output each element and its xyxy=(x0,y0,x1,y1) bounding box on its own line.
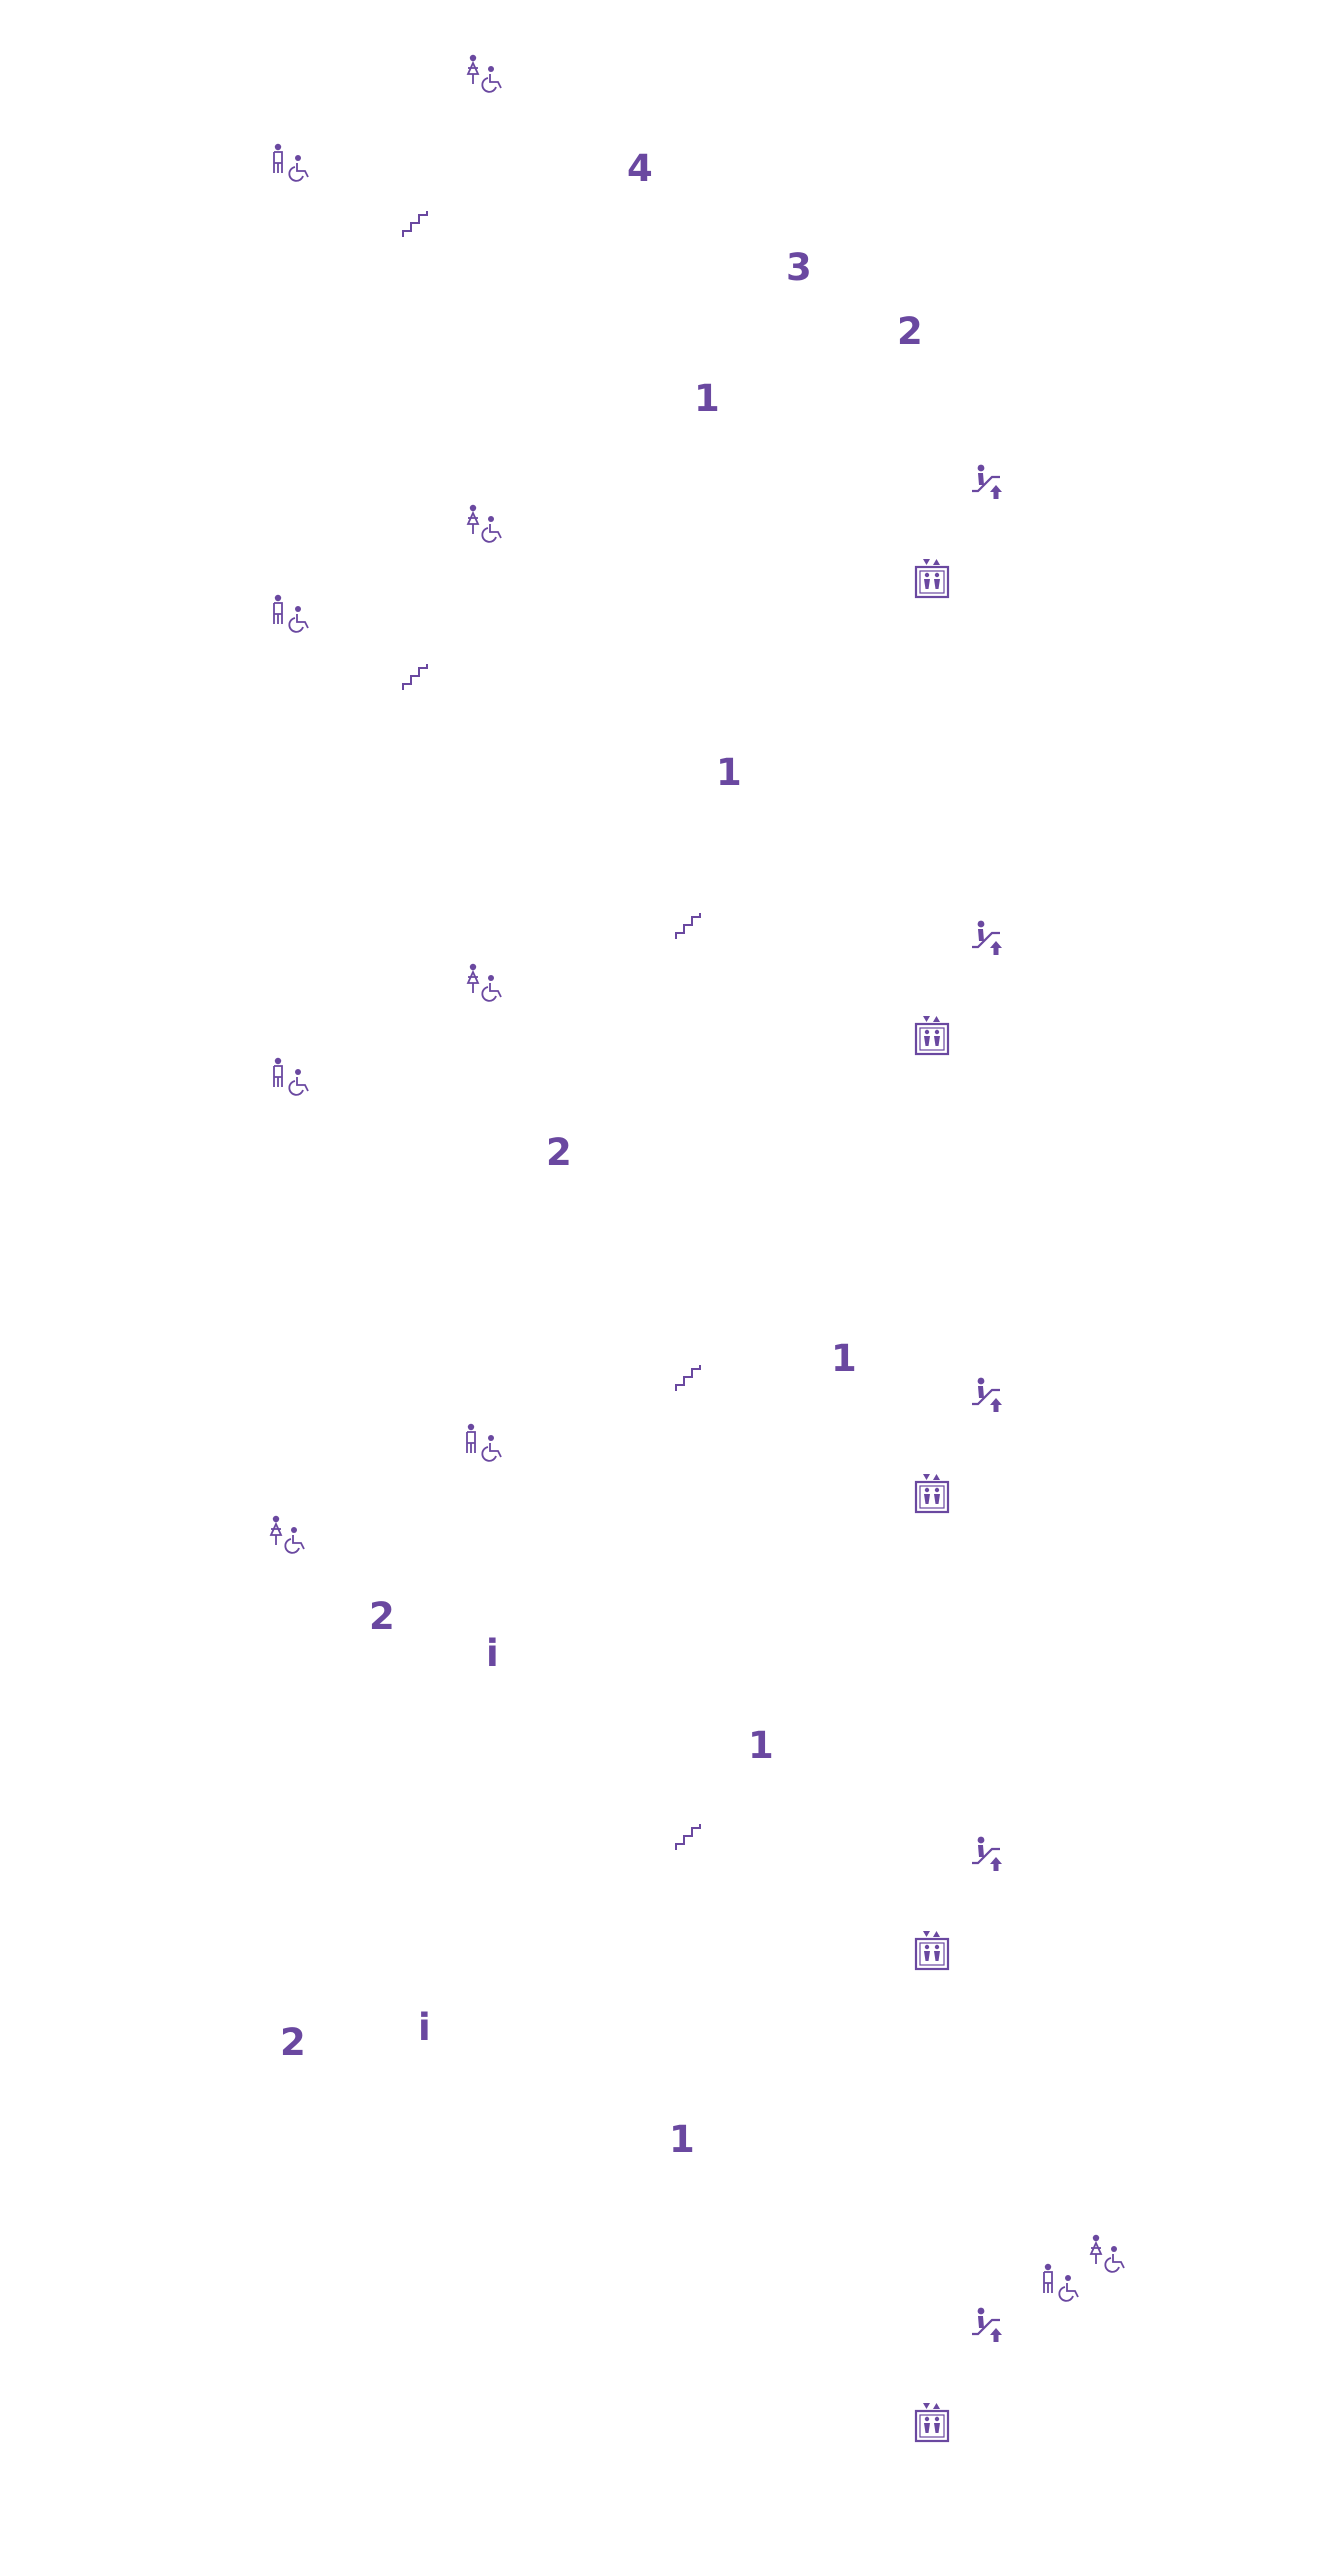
escalator-up-icon[interactable] xyxy=(970,2306,1012,2348)
escalator-up-icon[interactable] xyxy=(970,919,1012,961)
escalator-up-icon[interactable] xyxy=(970,1835,1012,1877)
escalator-up-icon[interactable] xyxy=(970,463,1012,505)
level-label[interactable]: 4 xyxy=(627,147,653,190)
womens-accessible-toilet-icon[interactable] xyxy=(465,963,507,1005)
stairs-icon[interactable] xyxy=(674,905,716,947)
womens-accessible-toilet-icon[interactable] xyxy=(268,1515,310,1557)
elevator-icon[interactable] xyxy=(912,1015,954,1057)
mens-accessible-toilet-icon[interactable] xyxy=(465,1423,507,1465)
level-label[interactable]: 2 xyxy=(546,1131,572,1174)
level-label[interactable]: 1 xyxy=(831,1337,857,1380)
womens-accessible-toilet-icon[interactable] xyxy=(465,54,507,96)
level-label[interactable]: 1 xyxy=(694,377,720,420)
womens-accessible-toilet-icon[interactable] xyxy=(1088,2234,1130,2276)
level-label[interactable]: 2 xyxy=(280,2021,306,2064)
level-label[interactable]: 3 xyxy=(786,246,812,289)
level-label[interactable]: 1 xyxy=(748,1724,774,1767)
level-label[interactable]: 1 xyxy=(716,751,742,794)
elevator-icon[interactable] xyxy=(912,1473,954,1515)
level-label[interactable]: 2 xyxy=(897,310,923,353)
mens-accessible-toilet-icon[interactable] xyxy=(272,1057,314,1099)
mens-accessible-toilet-icon[interactable] xyxy=(272,143,314,185)
info-marker[interactable]: i xyxy=(486,1632,499,1675)
elevator-icon[interactable] xyxy=(912,1930,954,1972)
info-marker[interactable]: i xyxy=(418,2006,431,2049)
stairs-icon[interactable] xyxy=(401,203,443,245)
escalator-up-icon[interactable] xyxy=(970,1376,1012,1418)
stairs-icon[interactable] xyxy=(401,656,443,698)
mens-accessible-toilet-icon[interactable] xyxy=(272,594,314,636)
mens-accessible-toilet-icon[interactable] xyxy=(1042,2263,1084,2305)
level-label[interactable]: 1 xyxy=(669,2118,695,2161)
stairs-icon[interactable] xyxy=(674,1357,716,1399)
elevator-icon[interactable] xyxy=(912,2402,954,2444)
stairs-icon[interactable] xyxy=(674,1816,716,1858)
level-label[interactable]: 2 xyxy=(369,1595,395,1638)
womens-accessible-toilet-icon[interactable] xyxy=(465,504,507,546)
elevator-icon[interactable] xyxy=(912,558,954,600)
